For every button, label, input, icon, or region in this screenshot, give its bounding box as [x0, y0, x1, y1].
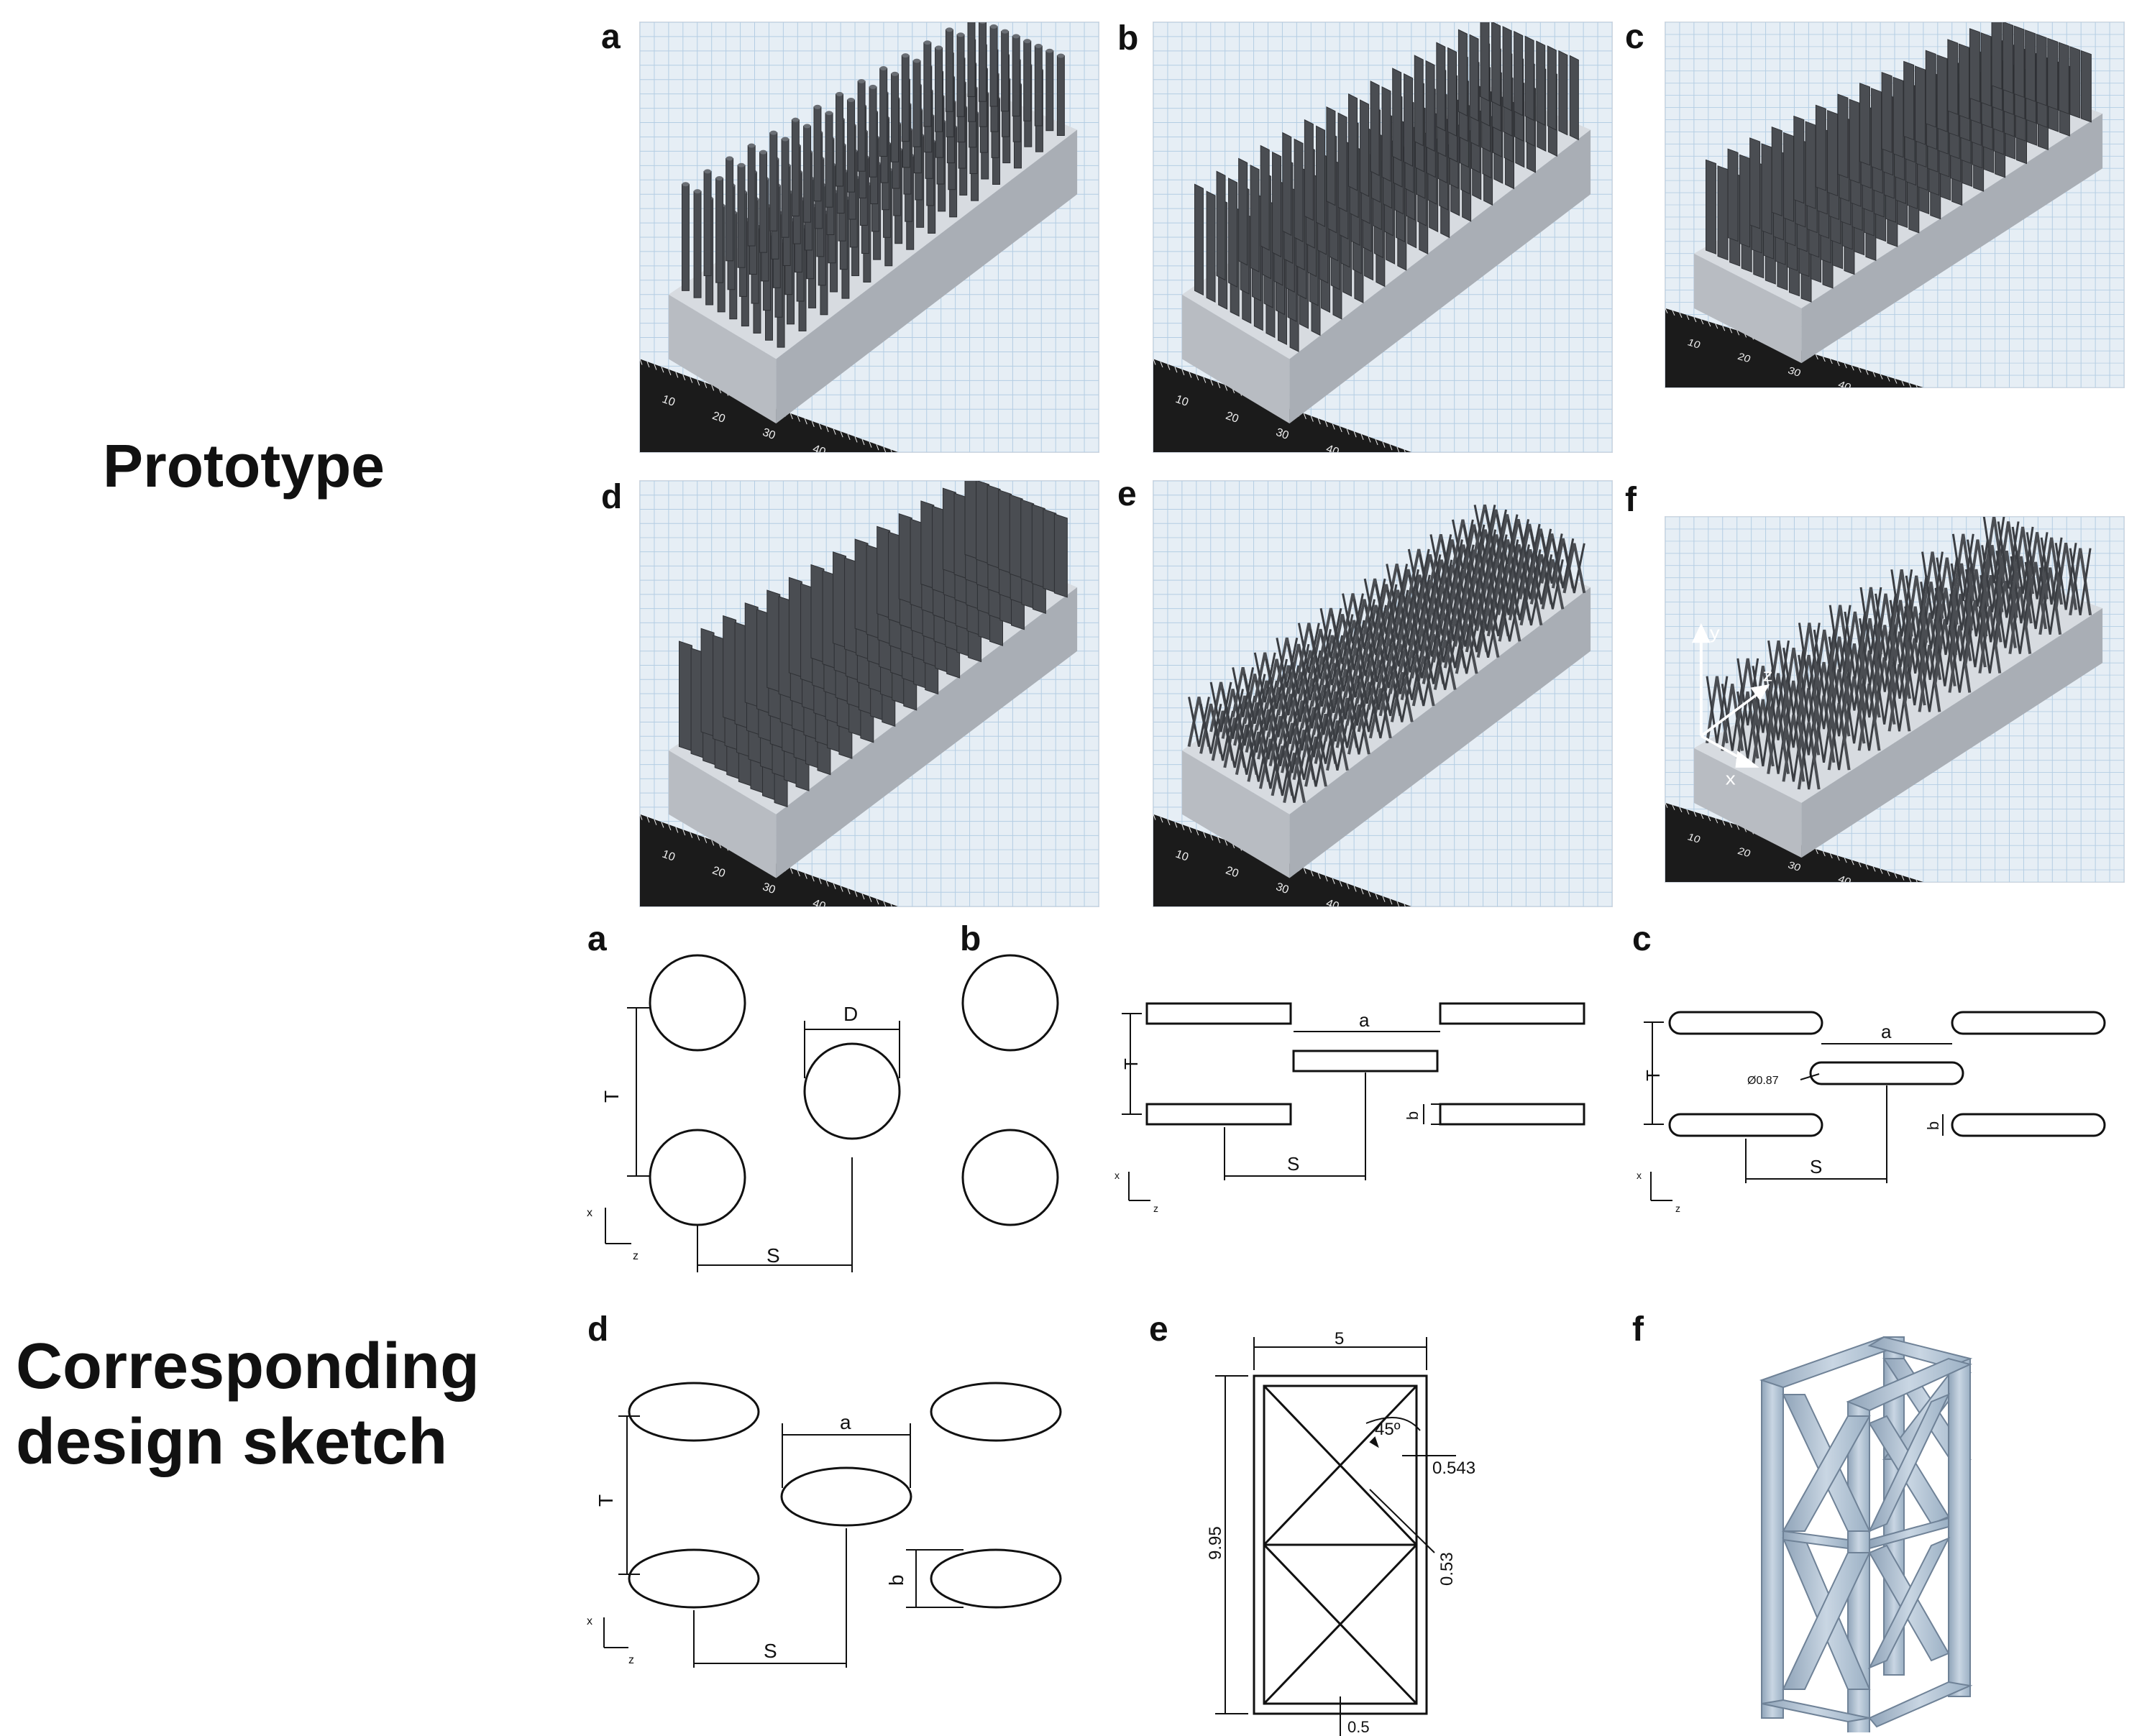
- sketch-b-z: z: [1153, 1203, 1158, 1214]
- sketch-c-dia: Ø0.87: [1747, 1075, 1779, 1087]
- ruler-tick-label: 40: [1324, 443, 1341, 452]
- photo-label-b: b: [1117, 19, 1139, 58]
- sketch-label-a: a: [587, 920, 607, 958]
- ruler-tick-label: 20: [1224, 410, 1240, 426]
- sketch-e-width: 5: [1335, 1329, 1344, 1349]
- sketch-a-pin-fins: T D S x z: [575, 949, 1107, 1280]
- sketch-e-lattice-drawing: 5 9.95 45º 0.543 0.53 0.5: [1186, 1323, 1517, 1736]
- photo-panel-b: 1020304050: [1153, 22, 1613, 453]
- sketch-b-plate-fins: T a b S x z: [1107, 963, 1611, 1251]
- sketch-a-x: x: [587, 1207, 592, 1219]
- prototype-row-label: Prototype: [103, 432, 385, 500]
- sketch-d-x: x: [587, 1615, 592, 1627]
- photo-panel-e: 1020304050: [1153, 480, 1613, 907]
- ruler-tick-label: 40: [1836, 874, 1853, 882]
- sketch-label-c: c: [1632, 920, 1652, 958]
- ruler-tick-label: 30: [1786, 860, 1803, 873]
- photo-label-f: f: [1625, 481, 1637, 519]
- sketch-row-label-line2: design sketch: [16, 1406, 448, 1478]
- ruler-tick-label: 10: [1685, 337, 1702, 351]
- ruler-tick-label: 10: [1685, 832, 1702, 845]
- ruler-tick-label: 40: [1836, 380, 1853, 387]
- sketch-d-S: S: [764, 1640, 777, 1662]
- sketch-c-S: S: [1810, 1156, 1822, 1177]
- sketch-d-T: T: [595, 1494, 617, 1507]
- sketch-d-z: z: [628, 1654, 634, 1666]
- sketch-a-z: z: [633, 1250, 639, 1262]
- ruler-tick-label: 10: [1174, 393, 1191, 409]
- sketch-d-b: b: [885, 1574, 907, 1586]
- ruler-tick-label: 10: [1174, 848, 1191, 864]
- ruler-tick-label: 20: [1736, 352, 1752, 365]
- sketch-e-d3: 0.5: [1347, 1718, 1370, 1736]
- sketch-b-x: x: [1115, 1170, 1120, 1181]
- ruler-tick-label: 30: [1786, 365, 1803, 379]
- ruler-tick-label: 20: [1224, 864, 1240, 880]
- ruler-tick-label: 10: [661, 848, 677, 864]
- photo-panel-f: 1020304050yzx: [1665, 516, 2125, 883]
- sketch-c-a: a: [1881, 1021, 1892, 1042]
- ruler-tick-label: 30: [1274, 426, 1291, 442]
- sketch-e-height: 9.95: [1206, 1526, 1225, 1560]
- axis-label-y: y: [1710, 624, 1720, 643]
- ruler-tick-label: 40: [1324, 897, 1341, 906]
- sketch-e-d1: 0.543: [1432, 1459, 1475, 1478]
- sketch-c-T: T: [1642, 1070, 1664, 1081]
- ruler-tick-label: 40: [811, 443, 828, 452]
- sketch-label-d: d: [587, 1310, 609, 1349]
- axis-label-x: x: [1726, 770, 1736, 789]
- photo-panel-a: 1020304050: [639, 22, 1099, 453]
- sketch-label-f: f: [1632, 1310, 1644, 1349]
- photo-label-a: a: [601, 18, 621, 56]
- ruler-tick-label: 20: [1736, 846, 1752, 860]
- ruler-tick-label: 40: [811, 897, 828, 906]
- ruler-tick-label: 20: [710, 410, 727, 426]
- sketch-a-T: T: [600, 1090, 623, 1103]
- sketch-label-e: e: [1149, 1310, 1168, 1349]
- photo-label-d: d: [601, 478, 623, 516]
- photo-label-e: e: [1117, 475, 1137, 513]
- sketch-a-S: S: [766, 1244, 780, 1267]
- sketch-b-a: a: [1359, 1009, 1370, 1031]
- ruler-tick-label: 20: [710, 864, 727, 880]
- sketch-e-d2: 0.53: [1437, 1552, 1457, 1586]
- sketch-b-S: S: [1287, 1153, 1299, 1175]
- sketch-d-elliptic-fins: T a b S x z: [575, 1366, 1107, 1696]
- ruler-tick-label: 30: [761, 881, 777, 896]
- sketch-c-x: x: [1637, 1170, 1642, 1181]
- sketch-c-slot-fins: T a Ø0.87 b S x z: [1625, 963, 2128, 1251]
- sketch-row-label-line1: Corresponding: [16, 1331, 480, 1402]
- ruler-tick-label: 10: [661, 393, 677, 409]
- photo-panel-c: 1020304050: [1665, 22, 2125, 388]
- sketch-a-D: D: [843, 1003, 858, 1025]
- photo-label-c: c: [1625, 18, 1644, 56]
- ruler-tick-label: 30: [1274, 881, 1291, 896]
- sketch-d-a: a: [840, 1411, 851, 1433]
- axes-overlay: [1691, 623, 1770, 768]
- sketch-e-angle: 45º: [1375, 1420, 1401, 1439]
- sketch-b-T: T: [1120, 1058, 1142, 1070]
- sketch-f-lattice-3d: [1733, 1315, 1992, 1732]
- sketch-c-z: z: [1675, 1203, 1680, 1214]
- sketch-c-b: b: [1924, 1121, 1942, 1130]
- axis-label-z: z: [1763, 666, 1773, 685]
- photo-panel-d: 1020304050: [639, 480, 1099, 907]
- ruler-tick-label: 30: [761, 426, 777, 442]
- sketch-label-b: b: [960, 920, 981, 958]
- sketch-b-b: b: [1404, 1111, 1422, 1120]
